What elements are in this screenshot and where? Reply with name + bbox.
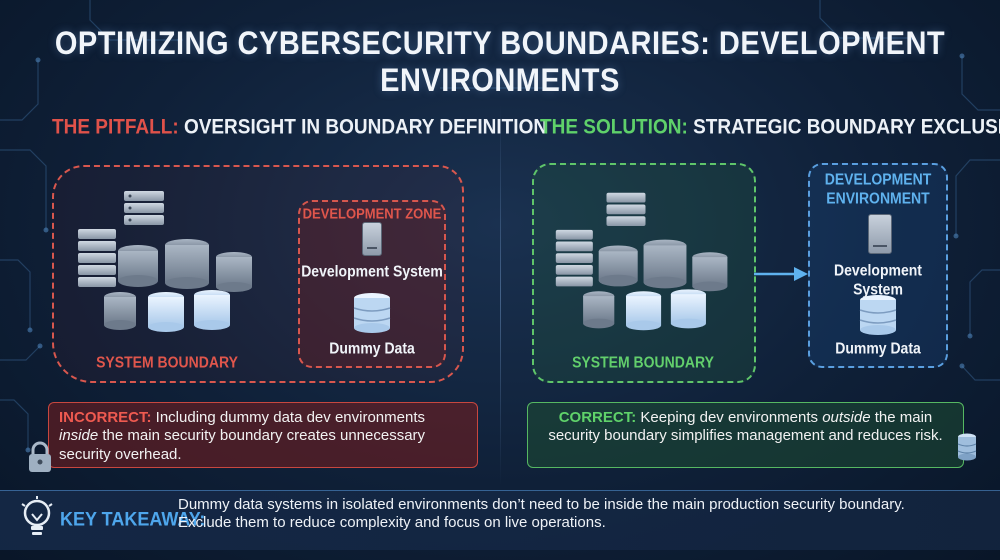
- solution-lead: THE SOLUTION:: [540, 115, 688, 139]
- development-environment-label: DEVELOPMENT ENVIRONMENT: [808, 170, 948, 207]
- database-icon: [583, 289, 706, 331]
- lock-icon: [29, 441, 51, 472]
- database-icon: [118, 239, 252, 292]
- incorrect-text-post: the main security boundary creates unnec…: [59, 427, 426, 463]
- incorrect-callout: INCORRECT: Including dummy data dev envi…: [48, 402, 478, 468]
- server-rack-icon: [78, 229, 116, 287]
- correct-text-emphasis: outside: [822, 409, 871, 426]
- solution-system-boundary-label: SYSTEM BOUNDARY: [572, 353, 714, 371]
- key-takeaway-bar: [0, 490, 1000, 550]
- incorrect-text-pre: Including dummy data dev environments: [155, 409, 425, 426]
- key-takeaway-text: Dummy data systems in isolated environme…: [178, 496, 978, 533]
- pitfall-system-boundary-label: SYSTEM BOUNDARY: [96, 353, 238, 371]
- database-icon: [957, 433, 977, 461]
- center-divider: [500, 105, 501, 485]
- lightbulb-icon: [21, 496, 53, 535]
- key-takeaway-line2: Exclude them to reduce complexity and fo…: [178, 514, 606, 532]
- correct-label: CORRECT:: [558, 409, 637, 426]
- database-icon: [859, 295, 897, 335]
- incorrect-label: INCORRECT:: [59, 409, 152, 426]
- solution-development-system-label: Development System: [834, 261, 922, 298]
- pitfall-lead: THE PITFALL:: [52, 115, 179, 139]
- database-icon: [353, 293, 391, 333]
- development-environment-label-line1: DEVELOPMENT: [824, 170, 932, 188]
- correct-text-pre: Keeping dev environments: [640, 409, 819, 426]
- page-title: OPTIMIZING CYBERSECURITY BOUNDARIES: DEV…: [54, 26, 946, 99]
- correct-callout: CORRECT: Keeping dev environments outsid…: [527, 402, 964, 468]
- solution-heading-text: STRATEGIC BOUNDARY EXCLUSION: [693, 115, 1000, 139]
- server-rack-icon: [124, 191, 164, 225]
- solution-heading: THE SOLUTION: STRATEGIC BOUNDARY EXCLUSI…: [540, 116, 1000, 140]
- incorrect-text-emphasis: inside: [59, 427, 99, 445]
- solution-dummy-data-label: Dummy Data: [835, 339, 921, 357]
- database-icon: [104, 290, 230, 332]
- solution-server-cluster: [555, 192, 728, 331]
- pitfall-dummy-data-label: Dummy Data: [329, 339, 415, 357]
- server-rack-icon: [555, 229, 593, 287]
- correct-text-post: the main security boundary simplifies ma…: [548, 409, 943, 445]
- server-rack-icon: [606, 192, 646, 226]
- database-icon: [598, 239, 728, 292]
- key-takeaway-label: KEY TAKEAWAY:: [60, 507, 206, 530]
- pitfall-development-system-label: Development System: [301, 262, 443, 280]
- key-takeaway-line1: Dummy data systems in isolated environme…: [178, 496, 905, 513]
- development-system-icon: [868, 214, 892, 254]
- pitfall-heading-text: OVERSIGHT IN BOUNDARY DEFINITION: [183, 115, 548, 139]
- development-zone-label: DEVELOPMENT ZONE: [302, 205, 442, 222]
- arrow-right-icon: [754, 267, 808, 281]
- development-environment-label-line2: ENVIRONMENT: [826, 188, 930, 207]
- pitfall-heading: THE PITFALL: OVERSIGHT IN BOUNDARY DEFIN…: [52, 116, 547, 140]
- pitfall-server-cluster: [78, 191, 252, 332]
- development-system-icon: [362, 222, 382, 256]
